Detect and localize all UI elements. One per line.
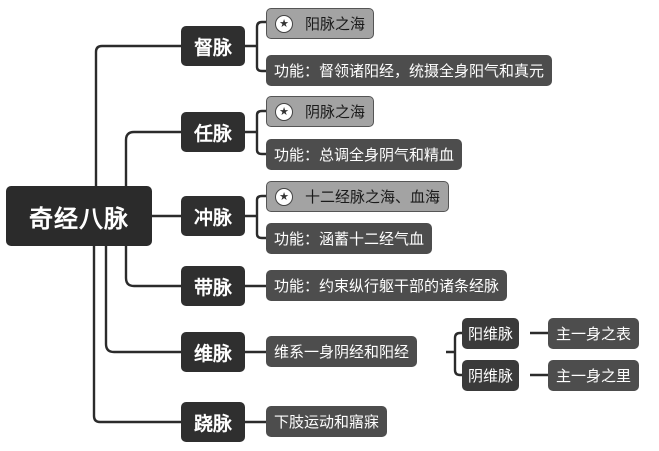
star-circle-icon: ★: [275, 102, 293, 121]
meridian-node-renmai: 任脉: [181, 112, 245, 152]
sub-node-yinweimai: 阴维脉: [462, 360, 520, 391]
connector-renmai-children: [245, 109, 266, 156]
function-node-renmai: 功能：总调全身阴气和精血: [266, 139, 463, 170]
sea-label: 十二经脉之海、血海: [305, 188, 441, 206]
leaf-node-yangweimai: 主一身之表: [548, 318, 640, 349]
connector-root-renmai: [124, 130, 181, 186]
root-node: 奇经八脉: [6, 186, 152, 246]
function-node-qiaomai: 下肢运动和寤寐: [266, 406, 388, 437]
function-node-dumai: 功能：督领诸阳经，统摄全身阳气和真元: [266, 55, 553, 86]
sea-label: 阴脉之海: [305, 103, 366, 121]
connector-root-weimai: [104, 246, 181, 354]
star-circle-icon: ★: [275, 187, 293, 206]
connector-chongmai-children: [245, 194, 266, 240]
connector-weimai-sub: [446, 331, 462, 377]
star-circle-icon: ★: [275, 14, 293, 33]
sea-node-dumai: ★ 阳脉之海: [266, 8, 375, 39]
connector-root-daimai: [124, 246, 181, 288]
connector-root-dumai: [94, 44, 181, 186]
connector-root-qiaomai: [92, 246, 181, 424]
leaf-node-yinweimai: 主一身之里: [548, 360, 640, 391]
meridian-node-dumai: 督脉: [181, 26, 245, 66]
function-node-weimai: 维系一身阴经和阳经: [266, 336, 418, 367]
sea-label: 阳脉之海: [305, 15, 366, 33]
sea-node-renmai: ★ 阴脉之海: [266, 96, 375, 127]
function-node-daimai: 功能：约束纵行躯干部的诸条经脉: [266, 270, 508, 301]
meridian-node-weimai: 维脉: [181, 332, 245, 372]
meridian-node-qiaomai: 跷脉: [181, 402, 245, 442]
meridian-node-daimai: 带脉: [181, 266, 245, 306]
sub-node-yangweimai: 阳维脉: [462, 318, 520, 349]
function-node-chongmai: 功能：涵蓄十二经气血: [266, 223, 433, 254]
sea-node-chongmai: ★ 十二经脉之海、血海: [266, 181, 450, 212]
meridian-node-chongmai: 冲脉: [181, 196, 245, 236]
connector-dumai-children: [245, 20, 266, 73]
